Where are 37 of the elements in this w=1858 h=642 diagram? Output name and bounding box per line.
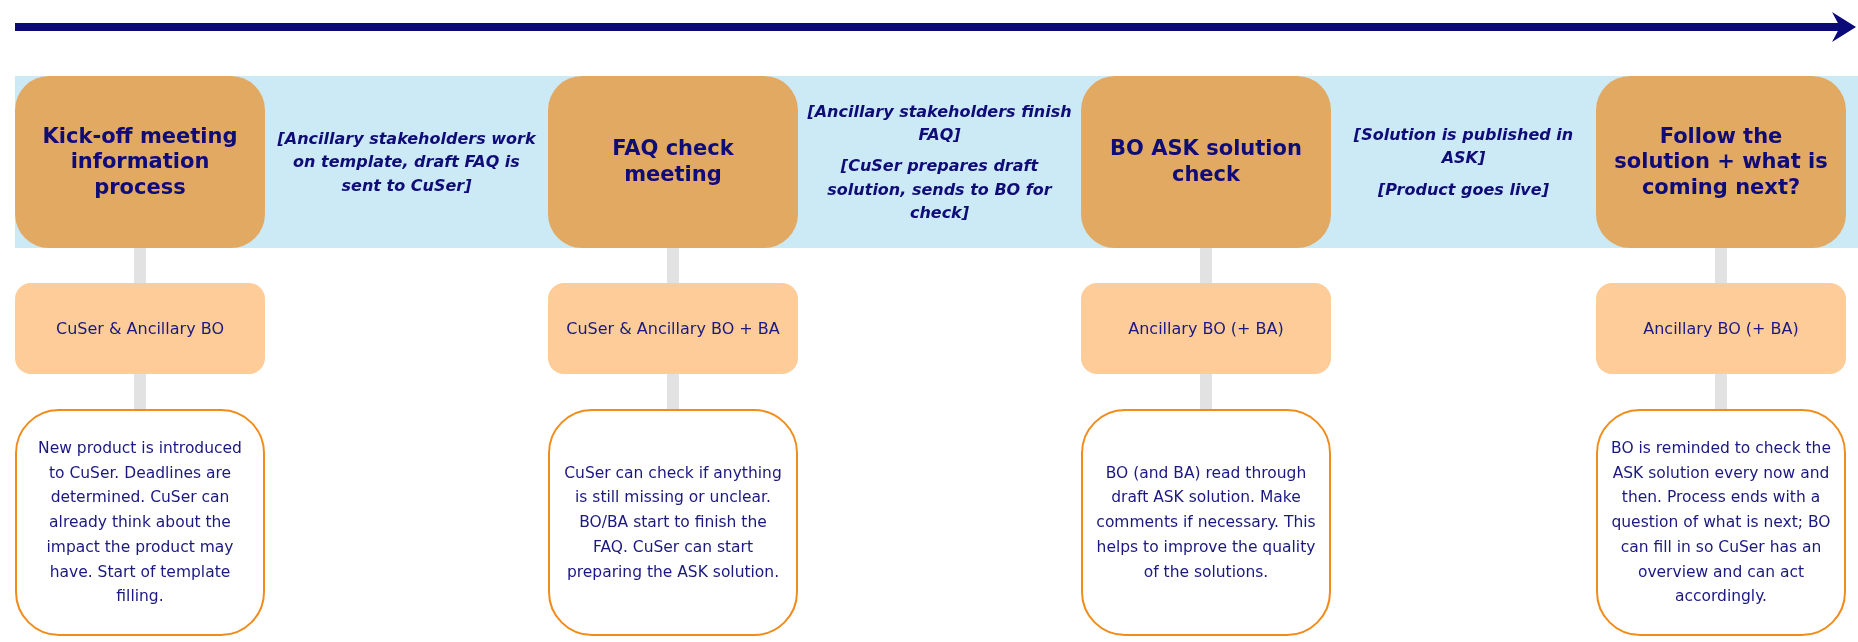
description-text: CuSer can check if anything is still missing or unclear. BO/BA start to finish the FAQ. CuSer can start preparing the ASK solution. — [563, 462, 783, 583]
stage-note: [Ancillary stakeholders work on template, draft FAQ is sent to CuSer] — [276, 128, 537, 197]
description-box — [1596, 409, 1846, 636]
phase-box — [1081, 76, 1331, 248]
role-text: CuSer & Ancillary BO — [56, 317, 224, 340]
description-box — [15, 409, 265, 636]
description-box — [1081, 409, 1331, 636]
role-box — [1596, 283, 1846, 374]
phase-box — [1596, 76, 1846, 248]
description-text: BO (and BA) read through draft ASK solution. Make comments if necessary. This helps to improve the quality of the solutions. — [1095, 462, 1317, 583]
connector-line — [1715, 248, 1727, 283]
phase-title: BO ASK solution check — [1109, 136, 1303, 188]
connector-line — [667, 374, 679, 409]
role-text: Ancillary BO (+ BA) — [1643, 317, 1799, 340]
connector-line — [1200, 248, 1212, 283]
connector-line — [1200, 374, 1212, 409]
phase-box — [548, 76, 798, 248]
stage-note: [Ancillary stakeholders finish FAQ] — [806, 101, 1073, 147]
connector-line — [134, 374, 146, 409]
description-box — [548, 409, 798, 636]
stage-note: [Product goes live] — [1377, 178, 1550, 201]
stage-note: [Solution is published in ASK] — [1352, 124, 1575, 170]
phase-title: Follow the solution + what is coming next? — [1613, 123, 1829, 201]
connector-line — [667, 248, 679, 283]
role-text: CuSer & Ancillary BO + BA — [566, 317, 780, 340]
role-box — [548, 283, 798, 374]
stage-note: [CuSer prepares draft solution, sends to BO for check] — [826, 155, 1054, 224]
role-box — [1081, 283, 1331, 374]
description-text: New product is introduced to CuSer. Deadlines are determined. CuSer can already think about the impact the product may have. Start of template filling. — [37, 437, 243, 608]
phase-title: Kick-off meeting information process — [41, 123, 239, 201]
connector-line — [1715, 374, 1727, 409]
role-box — [15, 283, 265, 374]
role-text: Ancillary BO (+ BA) — [1128, 317, 1284, 340]
connector-line — [134, 248, 146, 283]
description-text: BO is reminded to check the ASK solution every now and then. Process ends with a question of what is next; BO can fill in so CuSer has an overview and can act accordingly. — [1610, 437, 1832, 608]
phase-title: FAQ check meeting — [611, 136, 735, 188]
phase-box — [15, 76, 265, 248]
